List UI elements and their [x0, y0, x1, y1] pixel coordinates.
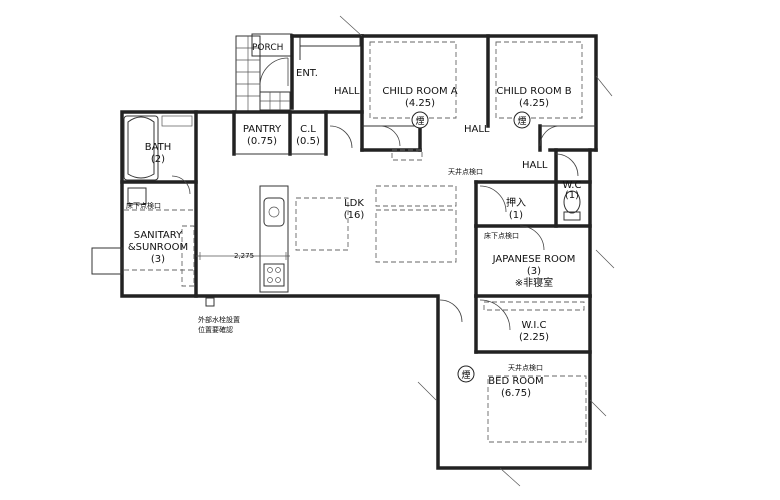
label-sanitary-area: (3)	[151, 254, 165, 265]
beds	[369, 41, 587, 443]
label-child-room-b: CHILD ROOM B	[496, 86, 571, 97]
label-oshiire: 押入	[506, 196, 526, 209]
label-sanitary: SANITARY	[134, 230, 183, 241]
label-bed-room-area: (6.75)	[501, 388, 531, 399]
doors	[171, 57, 579, 331]
label-pantry-area: (0.75)	[247, 136, 277, 147]
interior-walls	[120, 34, 598, 354]
label-ldk-area: (16)	[344, 210, 365, 221]
label-porch: PORCH	[252, 43, 283, 53]
dimension-label: 2,275	[234, 252, 254, 260]
bath-tub	[123, 115, 193, 181]
room-labels: PORCH ENT. HALL CHILD ROOM A (4.25) CHIL…	[128, 43, 582, 399]
wc-toilet	[563, 190, 581, 221]
label-entrance: ENT.	[296, 68, 318, 79]
label-hall-top: HALL	[334, 86, 360, 97]
label-child-room-b-area: (4.25)	[519, 98, 549, 109]
label-cl-area: (0.5)	[296, 136, 320, 147]
label-child-room-a-area: (4.25)	[405, 98, 435, 109]
note-floor-hatch: 床下点検口	[484, 231, 519, 240]
smoke-detector-icon: 煙	[461, 370, 470, 381]
label-hall-mid: HALL	[464, 124, 490, 135]
note-ceiling-hatch: 天井点検口	[448, 167, 483, 176]
kitchen-counter	[259, 149, 457, 293]
label-pantry: PANTRY	[243, 124, 282, 135]
label-japanese-room-note: ※非寝室	[515, 276, 553, 289]
faucet-marker	[205, 297, 215, 307]
label-wc-area: (1)	[565, 190, 579, 201]
exterior-leaders	[339, 15, 615, 487]
label-japanese-room: JAPANESE ROOM	[492, 254, 576, 265]
note-ceiling-hatch: 天井点検口	[508, 363, 543, 372]
label-wc: W.C	[563, 180, 582, 191]
label-hall-right: HALL	[522, 160, 548, 171]
outer-walls	[91, 34, 598, 470]
label-oshiire-area: (1)	[509, 210, 523, 221]
label-bed-room: BED ROOM	[488, 376, 543, 387]
label-ldk: LDK	[344, 198, 364, 209]
sanitary-fixtures	[124, 187, 196, 287]
label-cl: C.L	[300, 124, 316, 135]
plan-notes: 床下点検口 床下点検口 天井点検口 天井点検口 2,275 外部水栓設置 位置要…	[126, 167, 543, 372]
smoke-detector-icon: 煙	[415, 116, 424, 127]
label-child-room-a: CHILD ROOM A	[382, 86, 457, 97]
label-wic: W.I.C	[521, 320, 546, 331]
note-faucet: 外部水栓設置	[198, 315, 240, 324]
note-faucet-confirm: 位置要確認	[198, 325, 233, 334]
label-sunroom: &SUNROOM	[128, 242, 188, 253]
label-japanese-room-area: (3)	[527, 266, 541, 277]
smoke-detector-icon: 煙	[517, 116, 526, 127]
note-floor-hatch: 床下点検口	[126, 201, 161, 210]
label-bath: BATH	[145, 142, 172, 153]
label-bath-area: (2)	[151, 154, 165, 165]
label-wic-area: (2.25)	[519, 332, 549, 343]
dimension-marks	[196, 252, 290, 260]
smoke-detectors: 煙 煙 煙	[411, 111, 531, 383]
